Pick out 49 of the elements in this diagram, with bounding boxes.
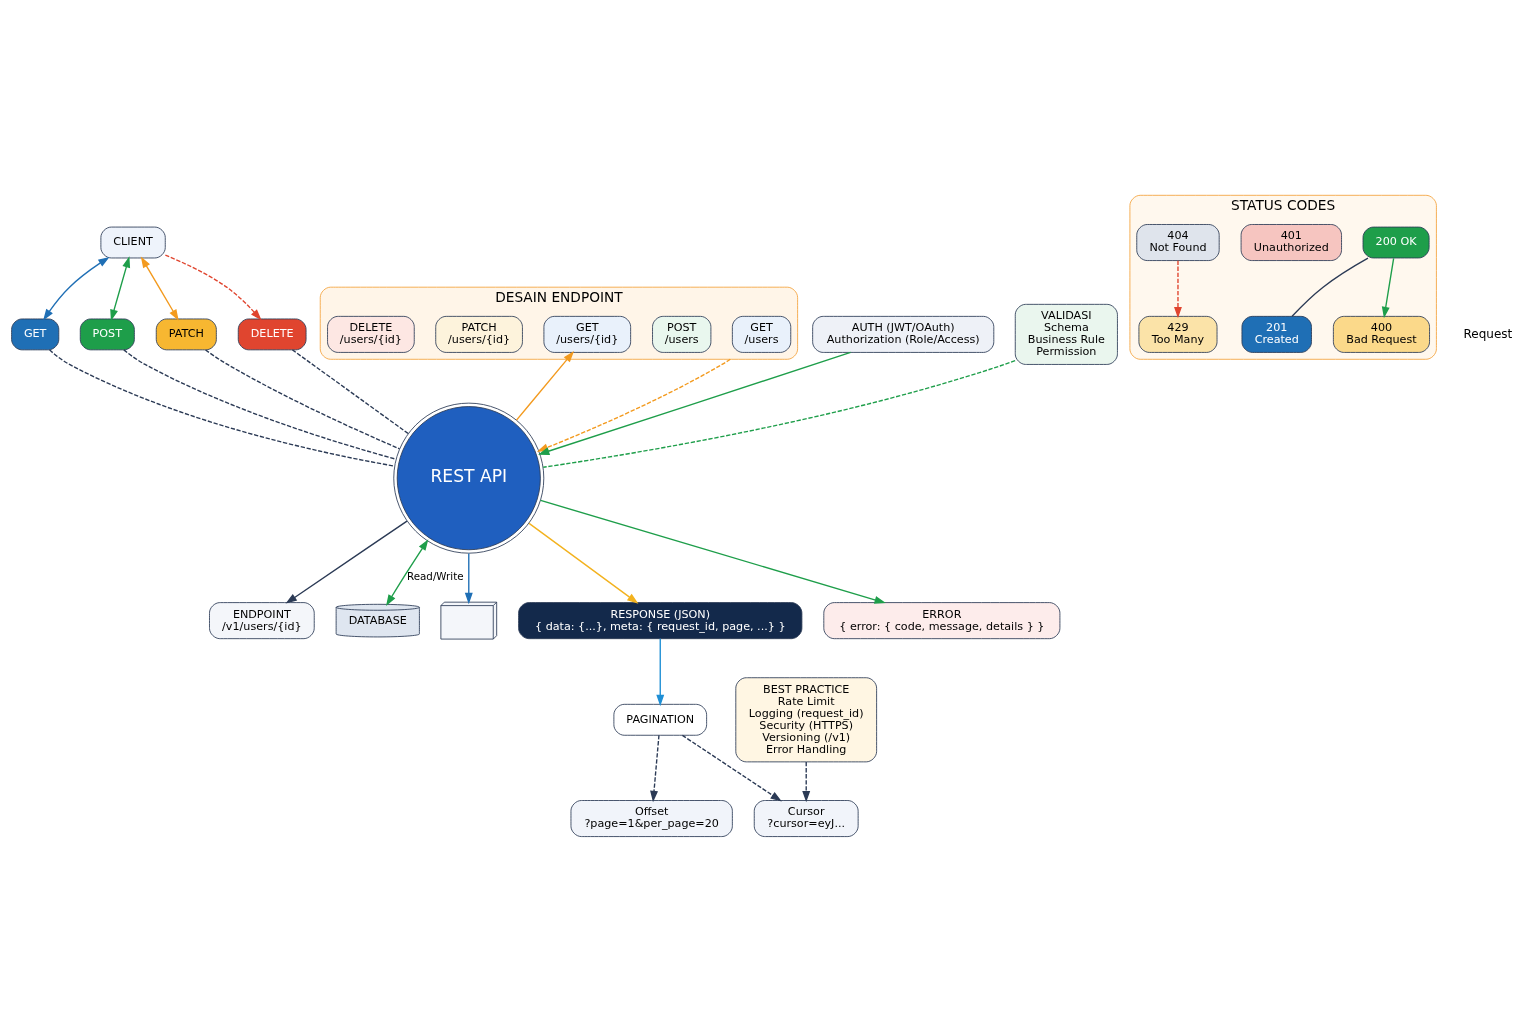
arrow bbox=[386, 538, 429, 606]
node-box: Offset ?page=1&per_page=20 bbox=[570, 799, 733, 837]
label: Request bbox=[1463, 326, 1513, 341]
arrow bbox=[515, 350, 575, 421]
node-box: GET /users/{id} bbox=[543, 315, 632, 353]
node-box: Cursor ?cursor=eyJ... bbox=[753, 799, 859, 837]
connector bbox=[1291, 256, 1369, 317]
node-box: DELETE /users/{id} bbox=[327, 315, 415, 353]
arrow bbox=[164, 253, 262, 320]
arrow bbox=[650, 734, 660, 802]
connector bbox=[291, 348, 409, 434]
node-box: AUTH (JWT/OAuth) Authorization (Role/Access) bbox=[812, 315, 995, 353]
arrow bbox=[140, 256, 179, 321]
node-box: GET /users bbox=[731, 315, 792, 353]
node-box: 404 Not Found bbox=[1136, 223, 1220, 261]
arrow bbox=[110, 255, 131, 321]
node-box: 429 Too Many bbox=[1138, 315, 1218, 353]
node-box: 201 Created bbox=[1241, 315, 1312, 353]
node-box: GET bbox=[11, 318, 60, 350]
arrow bbox=[1381, 257, 1395, 318]
arrow bbox=[656, 637, 665, 706]
arrow bbox=[464, 552, 473, 604]
node-box: 400 Bad Request bbox=[1332, 315, 1430, 353]
node-box: POST /users bbox=[652, 315, 712, 353]
node-box: PATCH bbox=[155, 318, 217, 350]
node-box: POST bbox=[79, 318, 135, 350]
node-box: ERROR { error: { code, message, details } } bbox=[823, 601, 1061, 639]
node-box: RESPONSE (JSON) { data: {...}, meta: { request_id, page, ...} } bbox=[518, 601, 803, 639]
connector bbox=[123, 348, 397, 460]
arrow bbox=[681, 734, 782, 801]
node-box: ENDPOINT /v1/users/{id} bbox=[209, 601, 315, 639]
connector bbox=[204, 348, 401, 450]
node-box: 401 Unauthorized bbox=[1240, 223, 1342, 261]
node-box: BEST PRACTICE Rate Limit Logging (request_id) Security (HTTPS) Versioning (/v1) Error Handling bbox=[735, 676, 878, 762]
node-box: PATCH /users/{id} bbox=[435, 315, 523, 353]
arrow bbox=[1174, 259, 1182, 318]
connector bbox=[542, 359, 1016, 468]
arrow bbox=[539, 499, 886, 604]
edge-label: Read/Write bbox=[407, 569, 464, 582]
node-box: PAGINATION bbox=[613, 703, 708, 736]
arrow bbox=[528, 522, 639, 604]
node-box: 200 OK bbox=[1362, 226, 1430, 258]
node-box: CLIENT bbox=[100, 226, 166, 258]
arrow bbox=[802, 760, 811, 802]
node-box: DELETE bbox=[237, 318, 307, 350]
arrow bbox=[43, 256, 110, 320]
arrow bbox=[285, 519, 408, 604]
node-box: VALIDASI Schema Business Rule Permission bbox=[1014, 303, 1118, 365]
connector bbox=[48, 348, 396, 467]
